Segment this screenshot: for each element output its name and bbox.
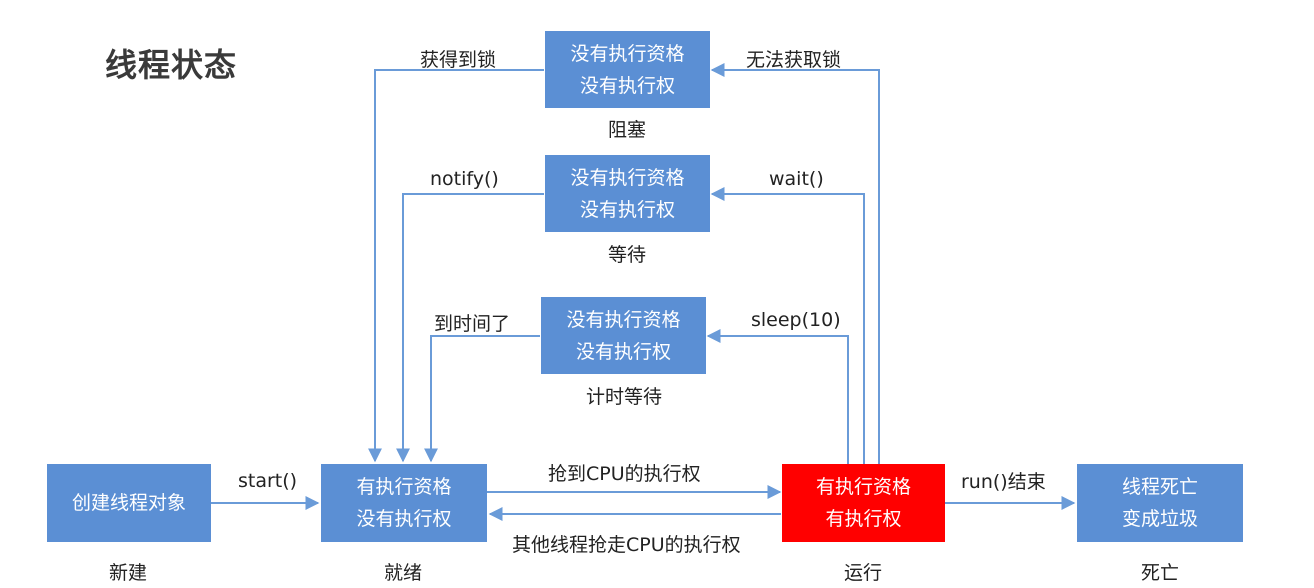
- transition-got-lock-label: 获得到锁: [420, 49, 497, 71]
- arrow-notify: [396, 193, 544, 463]
- state-new-text: 创建线程对象: [71, 492, 186, 514]
- state-running-line1: 有执行资格: [815, 476, 911, 498]
- state-ready-line2: 没有执行权: [356, 508, 452, 530]
- state-waiting-line1: 没有执行资格: [570, 166, 685, 189]
- state-timed-waiting-label: 计时等待: [585, 386, 663, 408]
- state-waiting-label: 等待: [607, 244, 647, 266]
- arrow-time-up: [424, 335, 540, 463]
- state-timed-waiting-box: 没有执行资格 没有执行权: [541, 297, 706, 374]
- transition-run-end-label: run()结束: [961, 471, 1046, 493]
- arrow-wait: [710, 187, 865, 464]
- state-blocked-box: 没有执行资格 没有执行权: [545, 31, 710, 108]
- transition-sleep-label: sleep(10): [751, 309, 841, 331]
- state-ready-box: 有执行资格 没有执行权: [321, 464, 487, 542]
- state-blocked-line1: 没有执行资格: [570, 42, 685, 65]
- state-new-box: 创建线程对象: [47, 464, 211, 542]
- transition-cant-get-lock-label: 无法获取锁: [746, 49, 842, 71]
- state-waiting-box: 没有执行资格 没有执行权: [545, 155, 710, 232]
- state-new-label: 新建: [108, 562, 148, 584]
- transition-grab-cpu-label: 抢到CPU的执行权: [548, 463, 701, 485]
- transition-lose-cpu-label: 其他线程抢走CPU的执行权: [512, 534, 741, 556]
- transition-notify-label: notify(): [430, 168, 499, 190]
- state-timed-waiting-line1: 没有执行资格: [566, 308, 681, 331]
- arrow-sleep: [706, 329, 849, 464]
- state-ready-line1: 有执行资格: [356, 476, 452, 498]
- transition-time-up-label: 到时间了: [434, 313, 511, 335]
- state-waiting-line2: 没有执行权: [579, 198, 675, 221]
- state-dead-box: 线程死亡 变成垃圾: [1077, 464, 1243, 542]
- transition-start-label: start(): [238, 470, 298, 492]
- state-timed-waiting-line2: 没有执行权: [575, 340, 671, 363]
- state-dead-line2: 变成垃圾: [1121, 508, 1198, 530]
- transition-wait-label: wait(): [769, 168, 824, 190]
- state-dead-label: 死亡: [1140, 562, 1180, 584]
- state-blocked-label: 阻塞: [607, 119, 647, 141]
- state-ready-label: 就绪: [383, 562, 423, 584]
- state-running-line2: 有执行权: [825, 508, 902, 530]
- state-running-label: 运行: [843, 562, 883, 584]
- diagram-title: 线程状态: [105, 46, 238, 84]
- arrow-got-lock: [368, 69, 544, 463]
- arrow-cant-get-lock: [710, 63, 880, 464]
- state-running-box: 有执行资格 有执行权: [782, 464, 945, 542]
- state-dead-line1: 线程死亡: [1121, 476, 1198, 498]
- state-blocked-line2: 没有执行权: [579, 74, 675, 97]
